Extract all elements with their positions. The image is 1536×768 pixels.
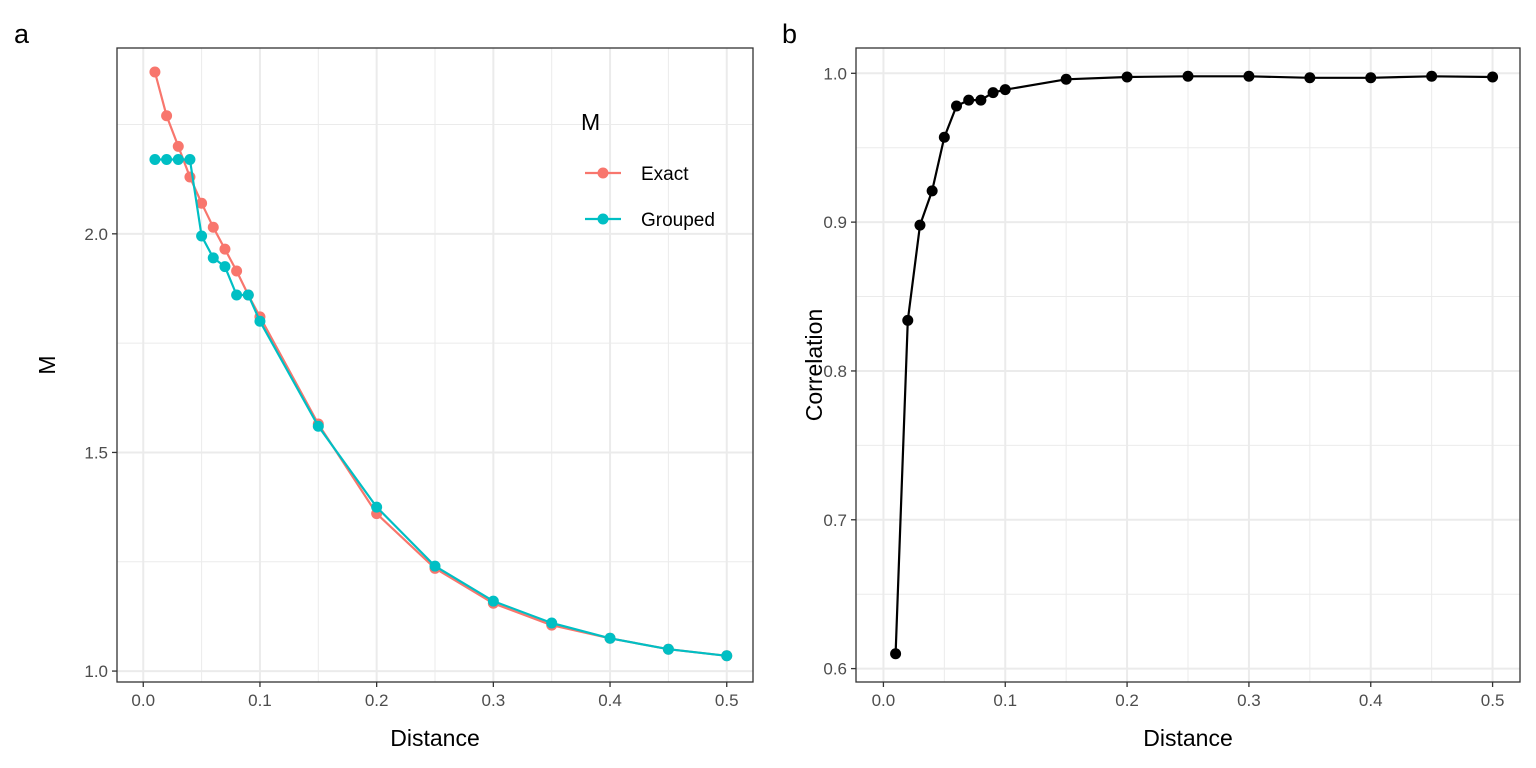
legend-label-exact: Exact	[641, 164, 689, 185]
data-point-exact	[231, 265, 243, 277]
data-point-exact	[196, 197, 208, 209]
data-point-correlation	[890, 648, 902, 660]
data-point-grouped	[312, 420, 324, 432]
y-tick-label: 0.8	[823, 362, 847, 381]
panel-b: b 0.0 0.1 0.2 0.3 0.4 0.5 0.6 0.7 0.8 0.9 1.0Distan…	[782, 19, 1521, 751]
data-point-correlation	[1487, 71, 1499, 83]
x-tick-label: 0.4	[598, 691, 622, 710]
y-tick-label: 1.5	[84, 443, 108, 462]
data-point-grouped	[254, 315, 266, 327]
y-tick-label: 0.9	[823, 213, 847, 232]
x-axis-title: Distance	[1143, 725, 1232, 751]
y-tick-label: 0.6	[823, 660, 847, 679]
data-point-correlation	[1426, 70, 1438, 82]
legend-key-point	[597, 213, 609, 225]
x-tick-label: 0.2	[1115, 691, 1139, 710]
panel-tag-b: b	[782, 19, 797, 49]
panel-tag-a: a	[14, 19, 30, 49]
x-tick-label: 0.3	[482, 691, 506, 710]
data-point-grouped	[207, 252, 219, 264]
data-point-correlation	[1121, 71, 1133, 83]
x-tick-label: 0.0	[872, 691, 896, 710]
panel-border	[855, 47, 1521, 683]
data-point-correlation	[902, 314, 914, 326]
x-tick-label: 0.2	[365, 691, 389, 710]
y-tick-label: 1.0	[823, 64, 847, 83]
data-point-grouped	[231, 289, 243, 301]
data-point-grouped	[149, 153, 161, 165]
data-point-correlation	[999, 84, 1011, 96]
series-line-correlation	[894, 75, 1493, 654]
legend-key-point	[597, 167, 609, 179]
data-point-exact	[207, 221, 219, 233]
legend-title: M	[581, 109, 600, 135]
x-axis-title: Distance	[390, 725, 479, 751]
data-point-exact	[219, 243, 231, 255]
data-point-grouped	[662, 643, 674, 655]
data-point-correlation	[1060, 73, 1072, 85]
x-tick-label: 0.1	[993, 691, 1017, 710]
legend-label-grouped: Grouped	[641, 210, 715, 231]
x-tick-label: 0.3	[1237, 691, 1261, 710]
data-point-correlation	[914, 219, 926, 231]
data-point-exact	[172, 140, 184, 152]
data-point-grouped	[429, 560, 441, 572]
data-point-correlation	[1304, 72, 1316, 84]
data-point-correlation	[1182, 70, 1194, 82]
data-point-grouped	[184, 153, 196, 165]
y-tick-label: 1.0	[84, 662, 108, 681]
data-point-grouped	[487, 595, 499, 607]
panel-border	[116, 47, 754, 683]
data-point-correlation	[975, 94, 987, 106]
data-point-correlation	[938, 131, 950, 143]
data-point-correlation	[951, 100, 963, 112]
y-tick-label: 0.7	[823, 511, 847, 530]
data-point-correlation	[1365, 72, 1377, 84]
data-point-grouped	[546, 617, 558, 629]
x-tick-label: 0.5	[1481, 691, 1505, 710]
y-axis-title: M	[34, 355, 60, 374]
data-point-exact	[161, 110, 173, 122]
data-point-exact	[149, 66, 161, 78]
data-point-grouped	[242, 289, 254, 301]
data-point-grouped	[219, 261, 231, 273]
data-point-grouped	[604, 632, 616, 644]
data-point-grouped	[172, 153, 184, 165]
data-point-grouped	[371, 501, 383, 513]
data-point-grouped	[721, 650, 733, 662]
x-tick-label: 0.1	[248, 691, 272, 710]
data-point-correlation	[987, 87, 999, 99]
y-axis-title: Correlation	[801, 309, 827, 422]
x-tick-label: 0.4	[1359, 691, 1383, 710]
y-tick-label: 2.0	[84, 225, 108, 244]
data-point-grouped	[196, 230, 208, 242]
data-point-correlation	[963, 94, 975, 106]
data-point-correlation	[1243, 70, 1255, 82]
data-point-correlation	[926, 185, 938, 197]
x-tick-label: 0.0	[131, 691, 155, 710]
x-tick-label: 0.5	[715, 691, 739, 710]
data-point-grouped	[161, 153, 173, 165]
